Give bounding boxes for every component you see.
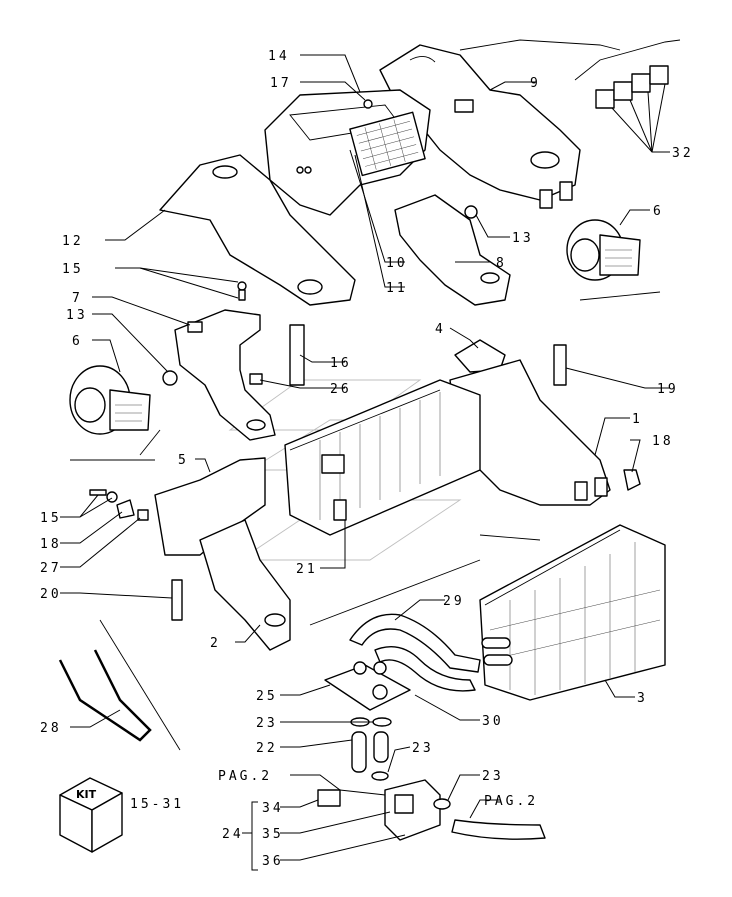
- part-23-o-ring-lower: [433, 798, 451, 810]
- part-6-blower-left: [69, 365, 151, 435]
- label-7: 7: [72, 291, 83, 306]
- part-28-wire: [58, 649, 152, 742]
- label-12: 12: [62, 234, 84, 249]
- label-13-upper: 13: [512, 231, 534, 246]
- label-10: 10: [386, 256, 408, 271]
- part-19-seal: [553, 344, 567, 386]
- kit-reference: 15-31: [130, 797, 184, 812]
- kit-box: [59, 777, 123, 853]
- part-14-filter-housing: [264, 89, 431, 216]
- label-34: 34: [262, 801, 284, 816]
- label-14: 14: [268, 49, 290, 64]
- label-32: 32: [672, 146, 694, 161]
- label-20: 20: [40, 587, 62, 602]
- part-29-hose: [349, 613, 481, 673]
- label-15-left: 15: [40, 511, 62, 526]
- label-3: 3: [637, 691, 648, 706]
- label-30: 30: [482, 714, 504, 729]
- part-13-grommet-upper: [464, 205, 478, 219]
- label-24: 24: [222, 827, 244, 842]
- part-5-housing: [154, 457, 266, 556]
- label-23-mid: 23: [412, 741, 434, 756]
- label-23-lower: 23: [482, 769, 504, 784]
- part-3-heater-core: [479, 524, 666, 701]
- label-19: 19: [657, 382, 679, 397]
- part-27-grommet: [137, 509, 149, 521]
- part-7-duct: [174, 309, 276, 441]
- label-15-upper: 15: [62, 262, 84, 277]
- part-21-evaporator-box: [284, 379, 481, 536]
- label-4: 4: [435, 322, 446, 337]
- label-29: 29: [443, 594, 465, 609]
- label-18-left: 18: [40, 537, 62, 552]
- label-5: 5: [178, 453, 189, 468]
- part-16-seal: [289, 324, 305, 386]
- label-pag2-right: PAG.2: [484, 794, 538, 809]
- label-27: 27: [40, 561, 62, 576]
- label-8: 8: [496, 256, 507, 271]
- part-30-hose: [374, 646, 476, 692]
- label-18-right: 18: [652, 434, 674, 449]
- part-4-cover: [454, 339, 506, 373]
- part-6-blower-right: [566, 219, 641, 281]
- part-20-seal: [171, 579, 183, 621]
- label-11: 11: [386, 281, 408, 296]
- label-23-upper: 23: [256, 716, 278, 731]
- part-26-clip: [249, 373, 263, 385]
- label-21: 21: [296, 562, 318, 577]
- label-2: 2: [210, 636, 221, 651]
- label-13-left: 13: [66, 308, 88, 323]
- part-8-duct: [394, 194, 511, 306]
- label-17: 17: [270, 76, 292, 91]
- label-35: 35: [262, 827, 284, 842]
- label-22: 22: [256, 741, 278, 756]
- part-23-o-ring-mid: [371, 771, 389, 781]
- leader-lines: [60, 54, 670, 871]
- label-1: 1: [632, 412, 643, 427]
- part-12-left-duct: [159, 154, 356, 306]
- label-9: 9: [530, 76, 541, 91]
- part-35-valve: [384, 779, 441, 841]
- part-18-clip-right: [623, 469, 641, 491]
- part-25-plate: [324, 661, 411, 711]
- part-9-upper-duct: [379, 44, 581, 209]
- label-26: 26: [330, 382, 352, 397]
- guide-lines: [70, 39, 681, 751]
- label-25: 25: [256, 689, 278, 704]
- part-18-clip-left: [116, 499, 135, 519]
- label-6-right: 6: [653, 204, 664, 219]
- part-15-screw-upper: [237, 281, 247, 301]
- label-6-left: 6: [72, 334, 83, 349]
- label-36: 36: [262, 854, 284, 869]
- label-16: 16: [330, 356, 352, 371]
- callout-labels: 14 17 9 32 12 13 6 15 10 8 7 11 13 4 16 …: [40, 49, 694, 869]
- label-28: 28: [40, 721, 62, 736]
- part-34-connector: [317, 789, 341, 807]
- label-pag2-left: PAG.2: [218, 769, 272, 784]
- hose-to-page-2: [451, 819, 546, 840]
- part-32-relays: [595, 65, 669, 109]
- part-13-grommet-left: [162, 370, 178, 386]
- kit-label: KIT: [76, 788, 97, 801]
- part-2-lower-duct: [199, 519, 291, 651]
- part-22-pipes: [351, 731, 389, 773]
